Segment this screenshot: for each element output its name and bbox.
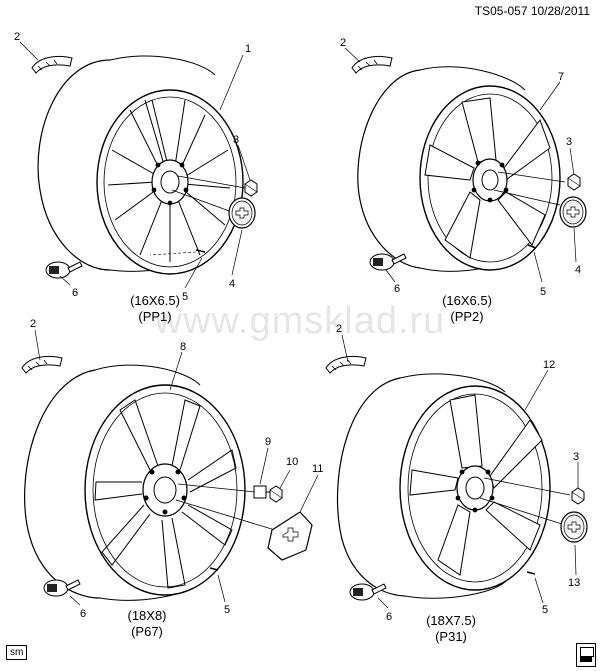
- callout-11: 11: [312, 463, 323, 475]
- callout-1: 1: [245, 43, 251, 55]
- wheel-assembly-p67: 2 8 9 10 11 5 6: [21, 318, 323, 620]
- option-code-label: (PP1): [138, 309, 172, 324]
- callout-10: 10: [286, 456, 298, 468]
- callout-3: 3: [566, 136, 572, 148]
- callout-3: 3: [233, 134, 239, 146]
- callout-5: 5: [182, 291, 188, 303]
- wheel-assembly-pp1: 2 1 3 4 5 6: [14, 31, 258, 303]
- callout-5: 5: [540, 286, 546, 298]
- wheel-assembly-p31: 2 12 3 13 5 6: [325, 323, 588, 623]
- caption-pp2: (16X6.5) (PP2): [412, 293, 522, 325]
- callout-6: 6: [386, 611, 392, 623]
- option-code-label: (PP2): [450, 309, 484, 324]
- wheel-size-label: (18X8): [127, 608, 167, 623]
- callout-9: 9: [265, 436, 271, 448]
- sm-tag: sm: [6, 645, 28, 660]
- wheel-size-label: (18X7.5): [426, 613, 476, 628]
- callout-13: 13: [568, 577, 580, 589]
- wheel-size-label: (16X6.5): [442, 293, 492, 308]
- tire-rim-outer-edge: [37, 59, 111, 271]
- callout-5: 5: [224, 604, 230, 616]
- option-code-label: (P67): [131, 624, 163, 639]
- center-cap-p67-icon: [267, 511, 313, 561]
- callout-12: 12: [543, 359, 555, 371]
- callout-4: 4: [575, 264, 581, 276]
- callout-2: 2: [340, 37, 346, 49]
- callout-4: 4: [229, 278, 235, 290]
- wheel-assembly-pp2: 2 7 3 4 5 6: [340, 37, 587, 298]
- callout-6: 6: [80, 608, 86, 620]
- valve-stem-icon: [45, 261, 83, 279]
- callout-2: 2: [30, 318, 36, 330]
- callout-8: 8: [180, 341, 186, 353]
- caption-p67: (18X8) (P67): [92, 608, 202, 640]
- tpms-band-icon: [31, 55, 73, 74]
- callout-2: 2: [336, 323, 342, 335]
- callout-5: 5: [542, 604, 548, 616]
- callout-7: 7: [558, 71, 564, 83]
- callout-6: 6: [394, 283, 400, 295]
- caption-p31: (18X7.5) (P31): [396, 613, 506, 645]
- callout-3: 3: [573, 451, 579, 463]
- wheel-bolt-icon: [253, 485, 270, 499]
- wheel-size-label: (16X6.5): [130, 293, 180, 308]
- document-logo-icon: [576, 643, 596, 667]
- callout-6: 6: [72, 287, 78, 299]
- document-id: TS05-057 10/28/2011: [474, 4, 590, 18]
- caption-pp1: (16X6.5) (PP1): [100, 293, 210, 325]
- option-code-label: (P31): [435, 629, 467, 644]
- watermark: www.gmsklad.ru: [154, 300, 446, 342]
- lug-nut-icon: [244, 179, 258, 197]
- center-cap-icon: [228, 197, 256, 229]
- callout-2: 2: [14, 31, 20, 43]
